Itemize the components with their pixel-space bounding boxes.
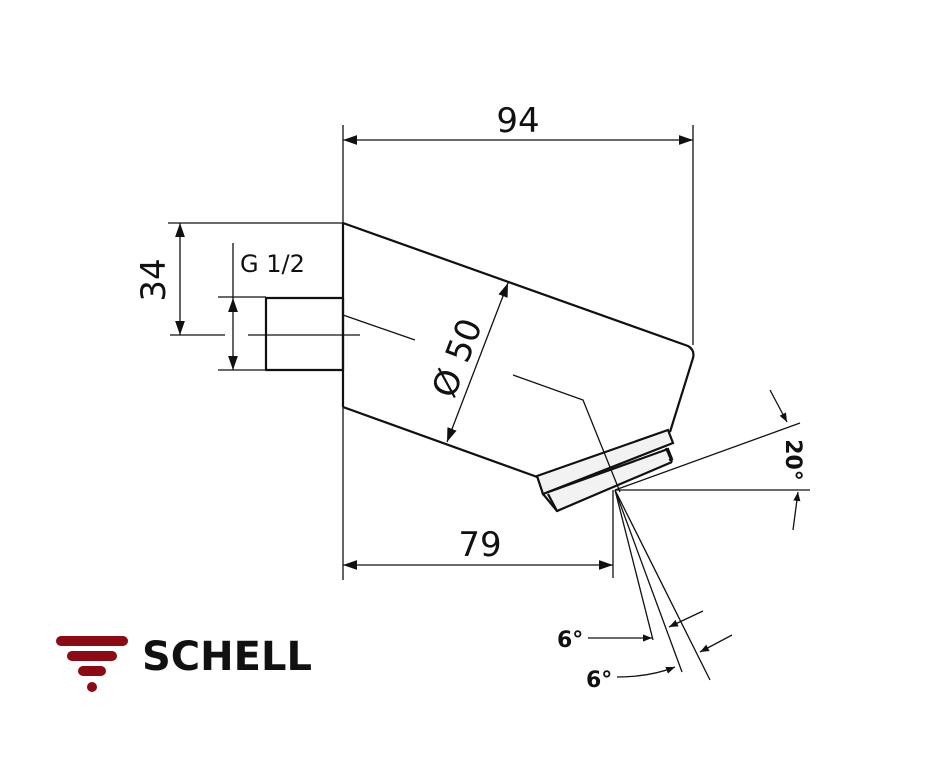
label-20deg: 20° [780,439,805,481]
schell-logo-mark [56,636,128,692]
center-lines [248,314,711,681]
thread-fitting [264,296,345,372]
nozzle-rings [535,428,675,513]
dimension-lines [175,135,801,678]
label-6deg-1: 6° [557,628,583,653]
label-79: 79 [458,525,501,565]
label-6deg-2: 6° [586,668,612,693]
label-diameter: Ø 50 [425,313,491,403]
extension-lines [168,125,810,580]
dim-20-arrow-top [769,389,788,423]
dim-diameter [446,282,509,443]
dim-20-arrow-bottom [792,491,801,531]
schell-logo: SCHELL [56,634,312,692]
label-94: 94 [496,101,539,141]
label-34: 34 [134,258,174,301]
schell-logo-text: SCHELL [142,634,312,680]
label-thread: G 1/2 [240,250,305,278]
